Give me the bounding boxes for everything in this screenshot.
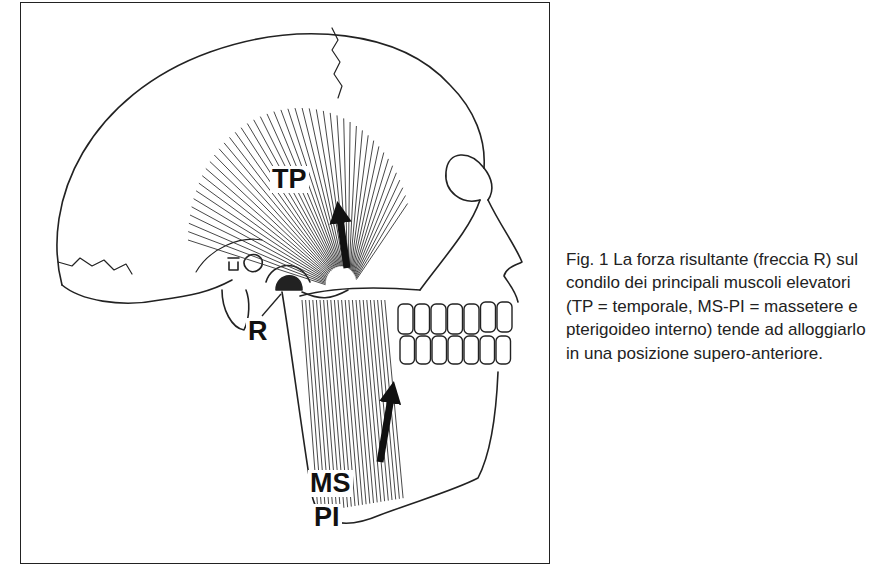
masseter-muscle xyxy=(302,300,403,512)
mastoid xyxy=(222,290,249,330)
muscle-fiber xyxy=(356,196,406,279)
masseter-force-arrow xyxy=(380,392,392,462)
nose xyxy=(488,200,522,302)
skull-base xyxy=(62,280,232,303)
tooth xyxy=(480,336,495,364)
cheek xyxy=(420,200,480,290)
tooth xyxy=(496,336,511,364)
muscle-fiber xyxy=(352,146,379,271)
cranium-outline xyxy=(57,34,484,285)
mandible xyxy=(282,292,498,523)
muscle-fiber xyxy=(367,300,385,501)
leader-line xyxy=(262,294,281,316)
muscle-label: R xyxy=(246,318,270,345)
teeth xyxy=(398,302,512,364)
muscle-fiber xyxy=(355,173,397,275)
tooth xyxy=(464,304,479,334)
muscle-fiber xyxy=(356,300,374,503)
muscle-fiber xyxy=(353,153,384,273)
tooth xyxy=(448,336,463,364)
muscle-fiber xyxy=(363,300,381,502)
muscle-fiber xyxy=(337,115,347,267)
muscle-fiber xyxy=(241,128,333,269)
orbit xyxy=(446,155,484,201)
muscle-fiber xyxy=(348,122,350,268)
muscle-label: PI xyxy=(312,504,342,531)
lambdoid-suture xyxy=(58,258,132,274)
coronoid xyxy=(302,290,348,298)
muscle-fiber xyxy=(352,300,369,504)
brow xyxy=(484,168,492,200)
tooth xyxy=(464,336,479,364)
tooth xyxy=(431,304,446,334)
muscle-fiber xyxy=(316,109,343,266)
tooth xyxy=(415,304,430,334)
tooth xyxy=(398,304,413,334)
muscle-fiber xyxy=(188,240,326,285)
muscle-fiber xyxy=(356,188,403,278)
coronal-suture xyxy=(332,28,342,98)
figure-caption: Fig. 1 La forza risultante (freccia R) s… xyxy=(566,248,882,365)
articular-mark xyxy=(228,258,239,270)
muscle-fiber xyxy=(378,300,396,499)
temporal-force-arrow xyxy=(339,212,347,268)
temporal-muscle xyxy=(188,108,408,285)
muscle-fiber xyxy=(370,300,388,501)
tooth xyxy=(497,302,512,332)
muscle-fiber xyxy=(354,166,392,275)
tooth xyxy=(416,336,431,364)
condyle xyxy=(276,276,302,290)
zygomatic-arch xyxy=(300,288,420,296)
muscle-fiber xyxy=(247,124,334,269)
tooth xyxy=(448,304,463,334)
muscle-fiber xyxy=(192,207,327,280)
muscle-label: MS xyxy=(308,470,353,497)
muscle-fiber xyxy=(219,149,330,272)
muscle-fiber xyxy=(356,204,407,280)
tooth xyxy=(400,336,415,364)
muscle-fiber xyxy=(235,132,332,269)
muscle-fiber xyxy=(355,180,400,276)
muscle-fiber xyxy=(224,143,331,271)
muscle-fiber xyxy=(350,130,362,269)
muscle-fiber xyxy=(189,223,326,282)
muscle-label: TP xyxy=(270,166,309,193)
muscle-fiber xyxy=(360,300,378,502)
muscle-fiber xyxy=(254,120,335,268)
tooth xyxy=(432,336,447,364)
muscle-fiber xyxy=(194,199,327,279)
muscle-fiber xyxy=(374,300,392,500)
tooth xyxy=(481,302,496,332)
